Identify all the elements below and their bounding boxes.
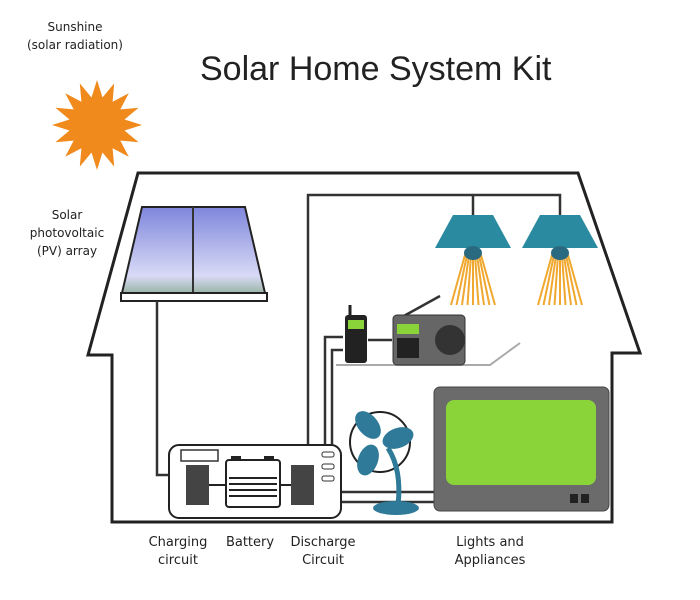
label-line: circuit <box>158 553 198 568</box>
label-line: Sunshine <box>47 20 103 34</box>
sunshine-label: Sunshine (solar radiation) <box>10 18 140 54</box>
discharge-circuit-chip <box>291 465 314 505</box>
label-line: (PV) array <box>36 244 98 258</box>
television-icon <box>433 386 610 512</box>
label-line: (solar radiation) <box>27 38 123 52</box>
wiring <box>155 193 562 504</box>
charging-circuit-chip <box>186 465 209 505</box>
label-line: photovoltaic <box>29 226 105 240</box>
pv-array-label: Solar photovoltaic (PV) array <box>22 206 112 260</box>
battery-label: Battery <box>225 535 275 550</box>
label-line: Solar <box>51 208 83 222</box>
mobile-phone-icon <box>345 305 367 363</box>
label-line: Discharge <box>290 535 356 550</box>
radio-icon <box>392 294 466 366</box>
lights-appliances-label: Lights and Appliances <box>440 534 540 570</box>
label-line: Lights and <box>456 535 524 550</box>
label-line: Circuit <box>302 553 344 568</box>
solar-panel-icon <box>120 206 268 302</box>
lamp-icon <box>522 215 598 306</box>
label-line: Charging <box>148 535 208 550</box>
label-line: Appliances <box>454 553 526 568</box>
controller-box <box>168 444 342 519</box>
fan-icon <box>349 411 419 515</box>
page-title: Solar Home System Kit <box>200 50 552 88</box>
house-outline <box>86 171 643 524</box>
discharge-circuit-label: Discharge Circuit <box>283 534 363 570</box>
sun-icon <box>52 80 142 170</box>
lamp-icon <box>435 215 511 306</box>
battery-icon <box>225 456 281 508</box>
charging-circuit-label: Charging circuit <box>138 534 218 570</box>
